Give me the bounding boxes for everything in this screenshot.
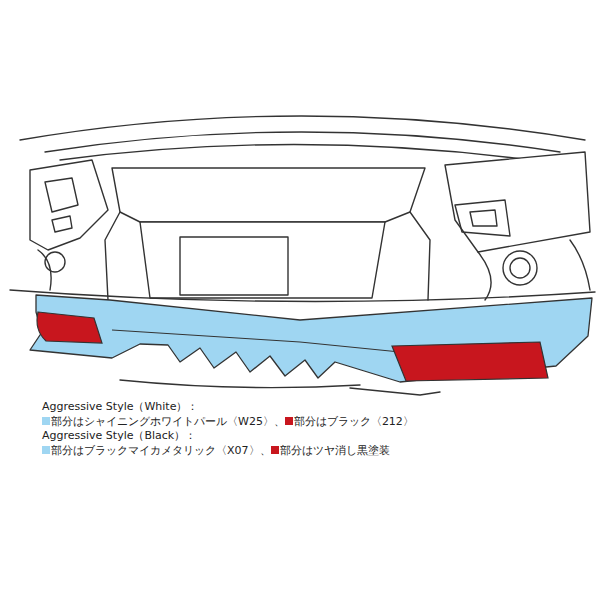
legend-text: 部分はブラック〈212〉 <box>294 415 414 428</box>
legend-row: 部分はブラックマイカメタリック〈X07〉、部分はツヤ消し黒塗装 <box>42 444 592 459</box>
style-heading: Aggressive Style（White）： <box>42 400 592 415</box>
color-notes: Aggressive Style（White）：部分はシャイニングホワイトパール… <box>42 400 592 458</box>
color-swatch <box>42 446 50 454</box>
legend-text: 部分はツヤ消し黒塗装 <box>280 444 390 457</box>
color-swatch <box>271 446 279 454</box>
style-heading: Aggressive Style（Black）： <box>42 429 592 444</box>
color-swatch <box>42 417 50 425</box>
legend-text: 部分はブラックマイカメタリック〈X07〉、 <box>51 444 271 457</box>
color-swatch <box>285 417 293 425</box>
legend-row: 部分はシャイニングホワイトパール〈W25〉、部分はブラック〈212〉 <box>42 415 592 430</box>
legend-text: 部分はシャイニングホワイトパール〈W25〉、 <box>51 415 285 428</box>
